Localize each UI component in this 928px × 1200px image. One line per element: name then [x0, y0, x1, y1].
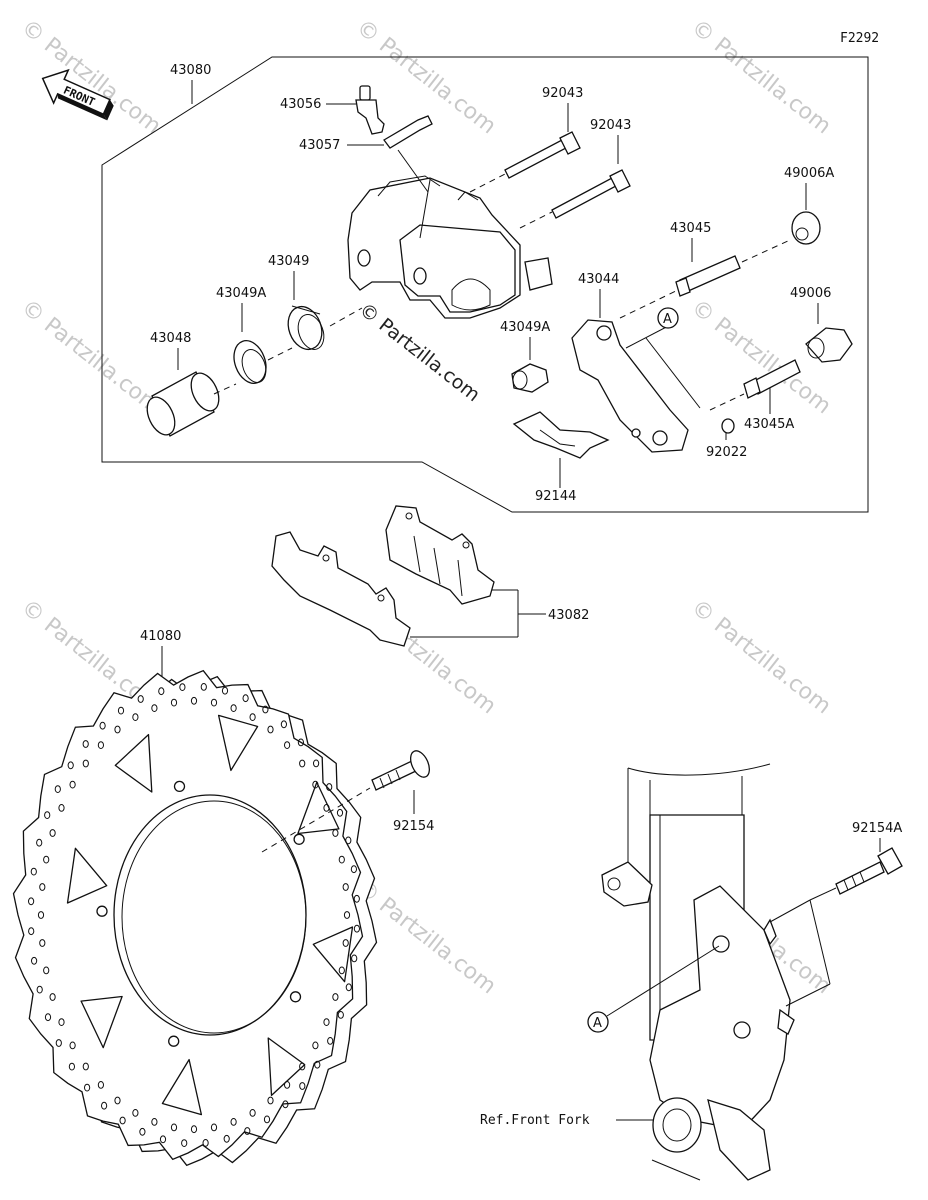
- part-label-43056: 43056: [280, 97, 321, 112]
- disc-bolt: [371, 750, 431, 791]
- part-label-43049A: 43049A: [216, 286, 266, 301]
- pin-boot-a: [791, 211, 821, 245]
- pin-sleeve: [511, 363, 549, 393]
- callout-marker-label-2: A: [593, 1016, 602, 1031]
- washer: [721, 418, 735, 434]
- part-label-92210: 43049A: [500, 320, 550, 335]
- caliper-bracket: [571, 319, 689, 453]
- dust-seal: [233, 340, 267, 384]
- part-label-49006: 49006: [790, 286, 831, 301]
- watermark: © Partzilla.com: [16, 295, 165, 419]
- bracket-slide-pin: [743, 359, 801, 399]
- part-label-43080: 43080: [170, 63, 211, 78]
- part-label-92154A: 92154A: [852, 821, 902, 836]
- brake-pad-rear: [385, 505, 495, 605]
- callout-marker-a: [657, 307, 679, 329]
- part-label-43048: 43048: [150, 331, 191, 346]
- watermark: © Partzilla.com: [686, 15, 835, 139]
- pin-boot-b: [805, 327, 853, 363]
- piston-seal: [287, 305, 325, 351]
- bleeder-cap: [383, 115, 433, 149]
- callout-marker-label: A: [663, 312, 672, 327]
- watermark: © Partzilla.com: [686, 595, 835, 719]
- part-label-43044: 43044: [578, 272, 619, 287]
- part-label-92144: 92144: [535, 489, 576, 504]
- watermark: © Partzilla.com: [16, 15, 165, 139]
- pad-spring: [512, 411, 610, 459]
- bleeder-valve: [355, 85, 385, 135]
- caliper-assembly-frame: [101, 56, 869, 513]
- part-label-43057: 43057: [299, 138, 340, 153]
- part-label-92022: 92022: [706, 445, 747, 460]
- part-label-92043-b: 92043: [590, 118, 631, 133]
- caliper-mount-bolt: [835, 847, 903, 895]
- part-label-41080: 41080: [140, 629, 181, 644]
- part-label-43082: 43082: [548, 608, 589, 623]
- caliper-piston: [146, 371, 220, 437]
- slide-pin-b: [551, 169, 631, 219]
- part-label-92154: 92154: [393, 819, 434, 834]
- brake-pad-front: [271, 531, 411, 647]
- reference-label: Ref.Front Fork: [480, 1113, 590, 1128]
- part-label-49006A: 49006A: [784, 166, 834, 181]
- part-label-43045A: 43045A: [744, 417, 794, 432]
- part-label-92043-a: 92043: [542, 86, 583, 101]
- part-label-43045: 43045: [670, 221, 711, 236]
- slide-pin-a: [504, 131, 581, 179]
- caliper-slide-pin: [675, 255, 741, 297]
- callout-marker-a2: [587, 1011, 609, 1033]
- diagram-code: F2292: [840, 31, 879, 46]
- front-fork: [601, 763, 795, 1181]
- caliper-body: [347, 175, 553, 319]
- brake-disc: [12, 669, 378, 1167]
- part-label-43049: 43049: [268, 254, 309, 269]
